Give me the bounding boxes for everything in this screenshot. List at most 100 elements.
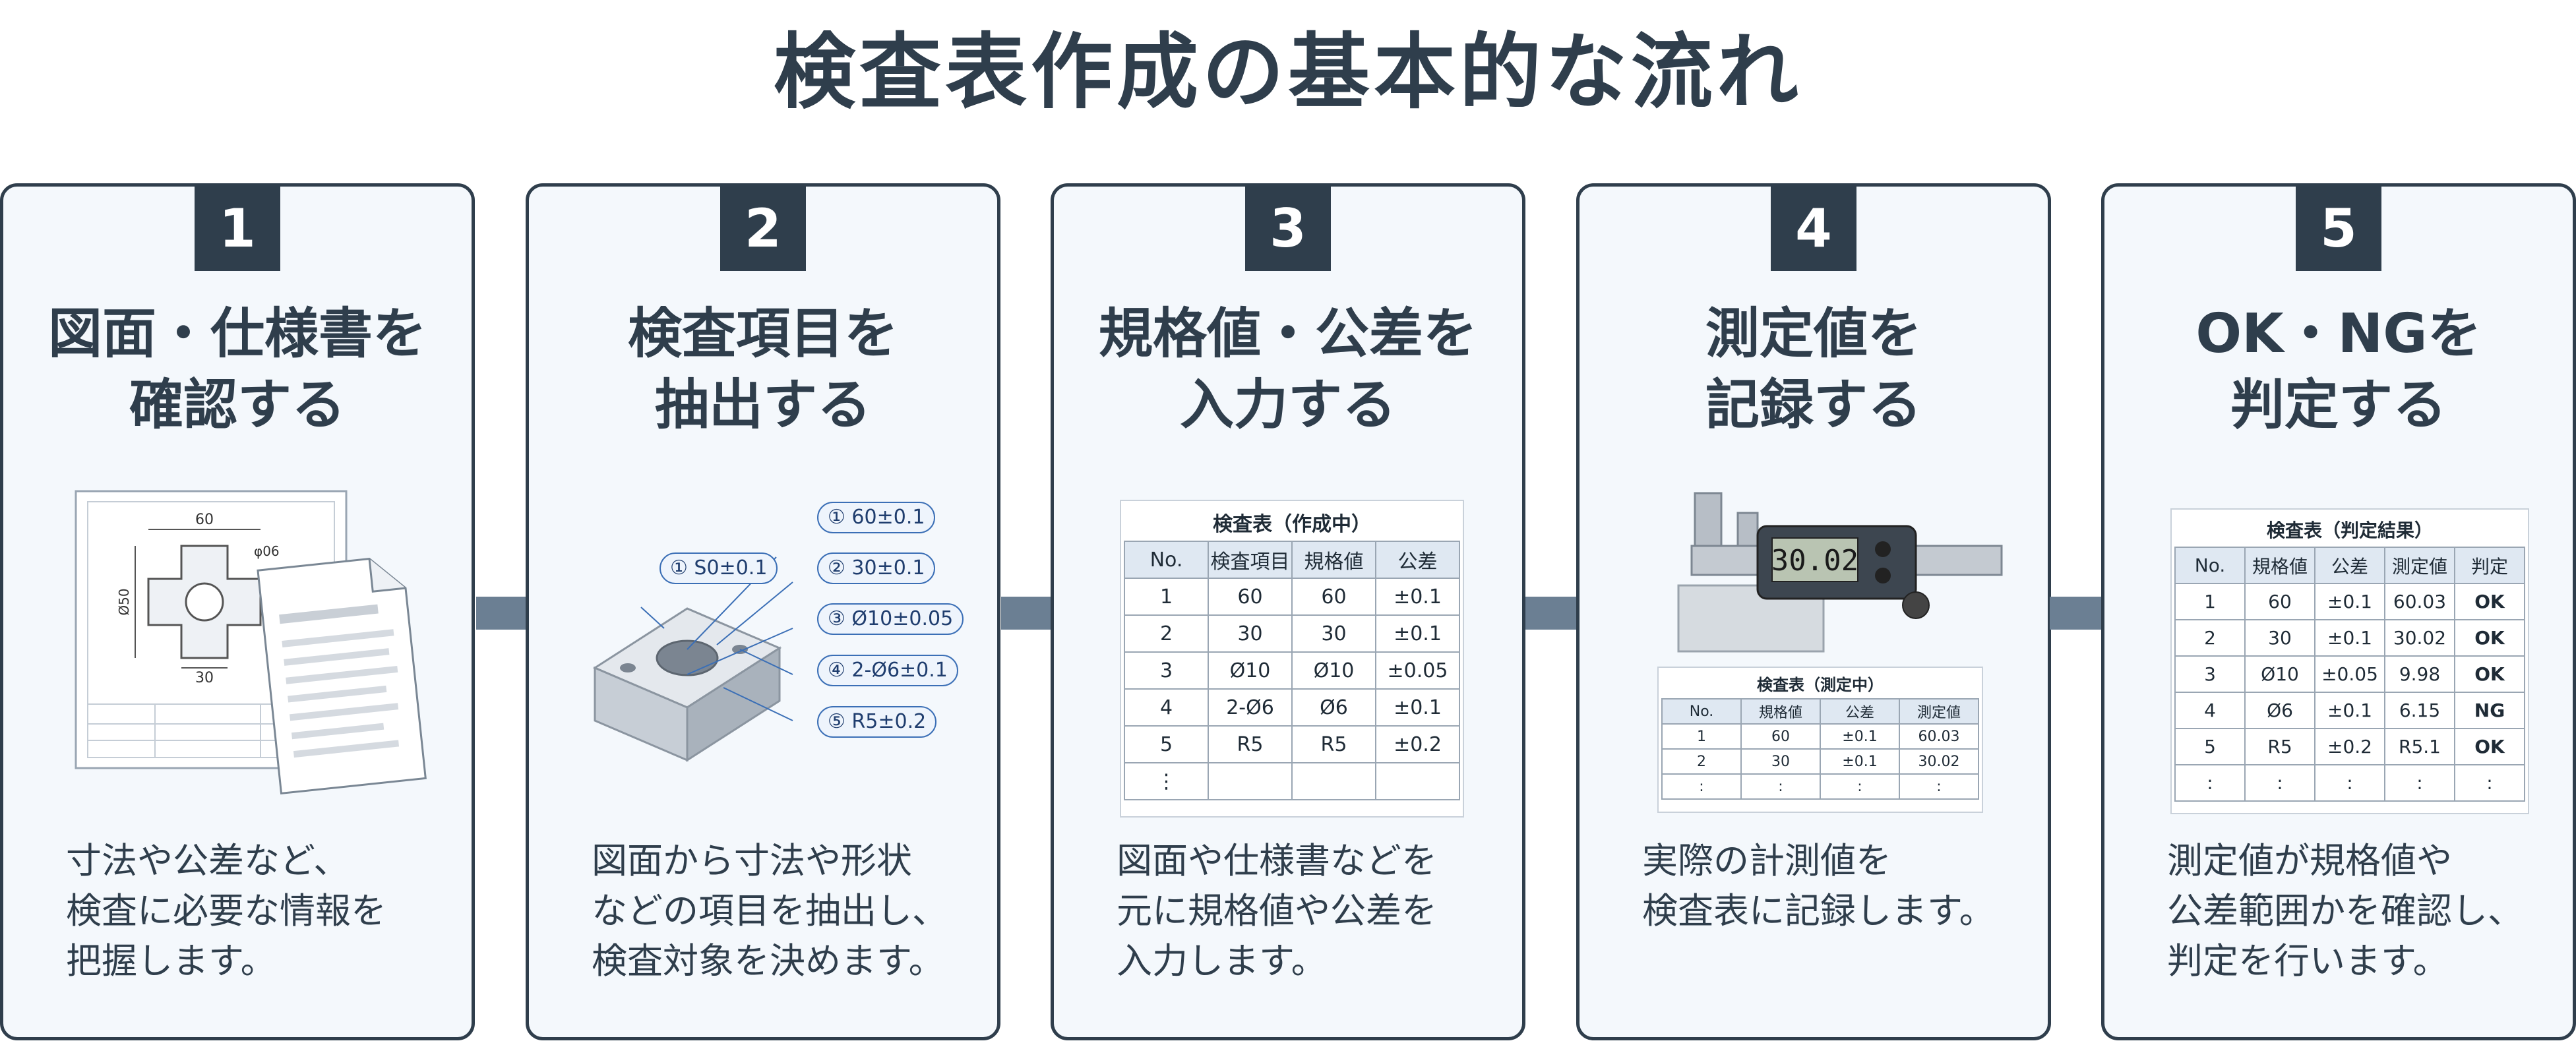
caliper-reading: 30.02	[1771, 544, 1858, 578]
table-cell: ±0.1	[1375, 578, 1460, 616]
caliper-icon: 30.02	[1677, 492, 2003, 653]
table-cell: ±0.05	[1375, 651, 1460, 690]
column-header: 規格値	[1740, 698, 1821, 725]
table-cell: 60.03	[1899, 723, 1979, 750]
column-header: 公差	[1820, 698, 1900, 725]
step-number: 2	[720, 187, 806, 271]
table-cell: Ø10	[1208, 651, 1293, 690]
step-description: 図面から寸法や形状 などの項目を抽出し、 検査対象を決めます。	[592, 840, 948, 982]
column-header: 規格値	[2244, 547, 2315, 584]
table-cell: 60	[2244, 583, 2315, 620]
step-heading: 検査項目を 抽出する	[627, 303, 898, 436]
table-cell: 60.03	[2384, 583, 2455, 620]
table-cell: 4	[1124, 688, 1209, 727]
table-cell: :	[2244, 764, 2315, 802]
step-heading: 図面・仕様書を 確認する	[47, 303, 427, 436]
table-cell: 60	[1208, 578, 1293, 616]
table-cell: 30	[1208, 614, 1293, 653]
table-cell: 2	[2174, 619, 2246, 657]
step-number: 5	[2296, 187, 2381, 271]
callout-label: ④ 2-Ø6±0.1	[817, 655, 958, 686]
table-header-row: No.規格値公差測定値判定	[2174, 547, 2525, 584]
table-caption: 検査表（作成中）	[1213, 513, 1371, 536]
table-cell: ±0.1	[1820, 723, 1900, 750]
table-cell	[1208, 762, 1293, 800]
table-cell: 5	[2174, 728, 2246, 765]
table-cell: ±0.1	[2314, 692, 2385, 729]
column-header: 規格値	[1291, 541, 1376, 579]
table-cell: 2	[1124, 614, 1209, 653]
drawing-document-illustration: 60 φ06 Ø50 30	[75, 490, 427, 795]
table-cell: 3	[2174, 655, 2246, 693]
column-header: 公差	[2314, 547, 2385, 584]
step-number: 1	[195, 187, 280, 271]
table-cell: Ø6	[2244, 692, 2315, 729]
table-cell: :	[1899, 773, 1979, 800]
column-header: 測定値	[2384, 547, 2455, 584]
table-cell: ±0.05	[2314, 655, 2385, 693]
table-cell: ±0.1	[1820, 748, 1900, 775]
table-cell	[1291, 762, 1376, 800]
table-cell: 4	[2174, 692, 2246, 729]
table-cell: :	[2314, 764, 2385, 802]
table-cell: 1	[1661, 723, 1742, 750]
callout-label: ③ Ø10±0.05	[817, 603, 964, 635]
table-caption: 検査表（判定結果）	[2266, 520, 2433, 541]
table-cell: ±0.1	[1375, 688, 1460, 727]
step-number: 4	[1771, 187, 1856, 271]
machined-part-illustration	[592, 556, 793, 762]
table-cell: ±0.1	[1375, 614, 1460, 653]
table-cell: Ø6	[1291, 688, 1376, 727]
table-cell: 60	[1291, 578, 1376, 616]
table-cell: OK	[2454, 583, 2525, 620]
table-cell: 30	[1740, 748, 1821, 775]
table-row: ::::	[1661, 773, 1979, 800]
table-cell: OK	[2454, 728, 2525, 765]
table-cell	[1375, 762, 1460, 800]
callout-label: ⑤ R5±0.2	[817, 706, 937, 738]
callout-label: ① 60±0.1	[817, 502, 936, 533]
table-cell: 6.15	[2384, 692, 2455, 729]
table-cell: R5	[1291, 725, 1376, 763]
step-heading: OK・NGを 判定する	[2195, 303, 2482, 436]
table-cell: Ø10	[2244, 655, 2315, 693]
column-header: No.	[1124, 541, 1209, 579]
step-description: 図面や仕様書などを 元に規格値や公差を 入力します。	[1117, 840, 1437, 982]
dim-width-label: 60	[195, 512, 214, 528]
dim-bottom-label: 30	[195, 670, 214, 686]
callout-label: ② 30±0.1	[817, 552, 936, 584]
table-cell: ±0.2	[2314, 728, 2385, 765]
table-cell: ±0.1	[2314, 619, 2385, 657]
step-description: 実際の計測値を 検査表に記録します。	[1642, 840, 1995, 932]
table-cell: 30	[1291, 614, 1376, 653]
table-header-row: No.規格値公差測定値	[1661, 698, 1979, 725]
table-cell: ±0.2	[1375, 725, 1460, 763]
table-cell: OK	[2454, 655, 2525, 693]
table-cell: 30	[2244, 619, 2315, 657]
table-cell: :	[1740, 773, 1821, 800]
step-heading: 測定値を 記録する	[1705, 303, 1922, 436]
table-header-row: No.検査項目規格値公差	[1124, 541, 1460, 579]
table-cell: NG	[2454, 692, 2525, 729]
table-cell: 1	[2174, 583, 2246, 620]
table-cell: R5.1	[2384, 728, 2455, 765]
table-cell: 30.02	[1899, 748, 1979, 775]
table-cell: 30.02	[2384, 619, 2455, 657]
dim-hole-label: φ06	[254, 543, 280, 559]
table-cell: ⋮	[1124, 762, 1209, 800]
column-header: 検査項目	[1208, 541, 1293, 579]
